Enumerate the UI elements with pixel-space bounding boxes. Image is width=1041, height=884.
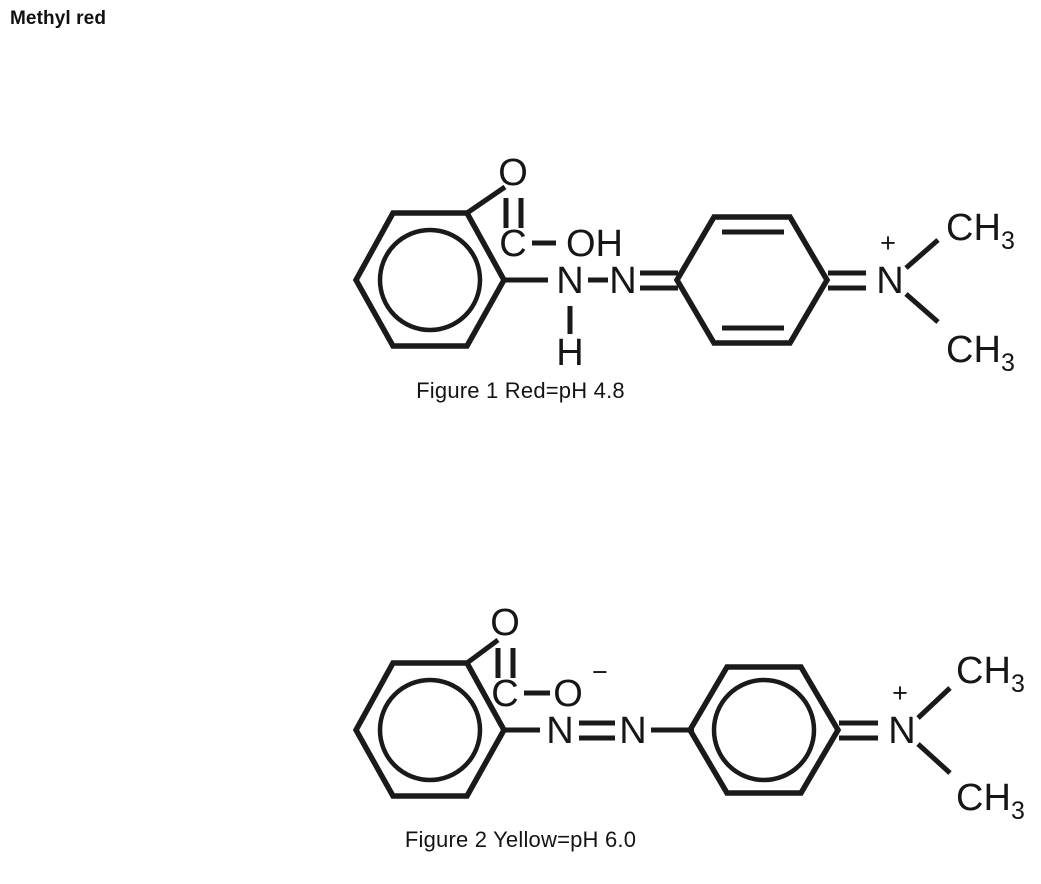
aromatic-circle-icon	[377, 227, 483, 333]
figure-1-structure: O C OH N H N	[352, 152, 1015, 377]
carbonyl-oxygen-label: O	[498, 152, 528, 194]
azo-nitrogen-2-label: N	[619, 710, 646, 752]
azo-nitrogen-1-label: N	[556, 260, 583, 302]
ammonium-nitrogen-label: N	[876, 260, 903, 302]
positive-charge-label: +	[892, 678, 908, 708]
carbonyl-oxygen-label: O	[490, 602, 520, 644]
ammonium-nitrogen-label: N	[888, 710, 915, 752]
n-to-methyl-top-bond	[916, 686, 952, 720]
hydroxyl-label: OH	[566, 223, 623, 265]
aromatic-circle-icon	[711, 677, 817, 783]
azo-nitrogen-2-label: N	[609, 260, 636, 302]
figure-1-dimethylammonium-group: N + CH 3 CH 3	[876, 207, 1015, 377]
carboxyl-carbon-label: C	[499, 223, 526, 265]
amine-hydrogen-label: H	[556, 332, 583, 374]
figure-2-dimethylammonium-group: N + CH 3 CH 3	[888, 650, 1025, 825]
figure-1-caption: Figure 1 Red=pH 4.8	[416, 378, 625, 403]
negative-charge-label: −	[592, 657, 608, 687]
quinoid-hexagon	[673, 214, 831, 346]
page-title: Methyl red	[10, 8, 107, 29]
benzene-hexagon	[686, 664, 842, 796]
figure-2-caption: Figure 2 Yellow=pH 6.0	[404, 827, 637, 852]
methyl-bottom-label: CH	[946, 329, 1001, 371]
figure-2-left-benzene-ring	[352, 660, 508, 799]
ring-to-carboxylate-bond	[465, 637, 500, 666]
figure-1-container: O C OH N H N	[0, 70, 1041, 440]
methyl-bottom-subscript: 3	[1011, 797, 1025, 825]
ring-to-carboxyl-bond	[465, 184, 507, 216]
methyl-top-label: CH	[956, 650, 1011, 692]
methyl-top-label: CH	[946, 207, 1001, 249]
carboxyl-carbon-label: C	[491, 673, 518, 715]
n-to-methyl-bottom-bond	[904, 292, 940, 324]
methyl-top-subscript: 3	[1001, 227, 1015, 255]
positive-charge-label: +	[880, 228, 896, 258]
figure-2-azo-group: N N	[546, 710, 646, 752]
n-to-methyl-bottom-bond	[916, 742, 952, 775]
figure-1-left-benzene-ring	[352, 210, 508, 349]
figure-1-carboxyl-group: O C OH	[498, 152, 623, 265]
aromatic-circle-icon	[377, 677, 483, 783]
figure-1-hydrazo-group: N H N	[556, 260, 636, 374]
figure-1-quinoid-ring	[673, 214, 831, 346]
figure-2-structure: O C O − N N N +	[352, 602, 1025, 825]
methyl-bottom-label: CH	[956, 777, 1011, 819]
figure-2-carboxylate-group: O C O −	[490, 602, 608, 715]
n-to-methyl-top-bond	[904, 238, 940, 270]
figure-2-right-benzene-ring	[686, 664, 842, 796]
figure-2-container: O C O − N N N +	[0, 515, 1041, 875]
methyl-bottom-subscript: 3	[1001, 349, 1015, 377]
carboxylate-oxygen-label: O	[553, 673, 583, 715]
methyl-top-subscript: 3	[1011, 670, 1025, 698]
azo-nitrogen-1-label: N	[546, 710, 573, 752]
